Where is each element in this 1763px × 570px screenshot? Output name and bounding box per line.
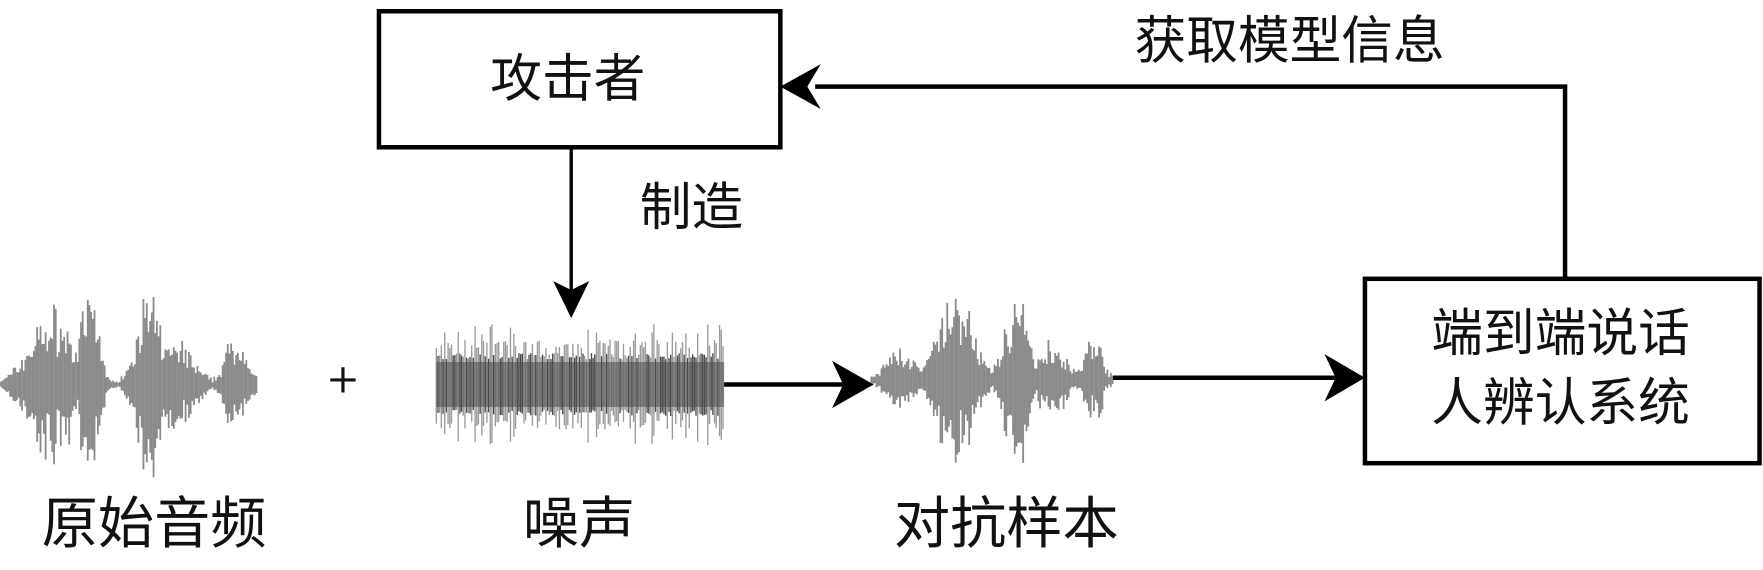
create-arrowhead: [553, 281, 590, 319]
feedback-label: 获取模型信息: [1134, 11, 1444, 71]
system-label-line2: 人辨认系统: [1431, 373, 1690, 433]
original-audio-caption: 原始音频: [42, 492, 267, 557]
feedback-arrow-line: [815, 84, 1568, 279]
attacker-box: [376, 8, 783, 150]
noise-caption: 噪声: [523, 492, 635, 557]
system-label-line1: 端到端说话: [1431, 304, 1690, 364]
speaker-recognition-system-box: [1362, 276, 1762, 466]
original-audio-waveform: [0, 297, 258, 478]
noise-dense-band: [436, 362, 725, 407]
attacker-label: 攻击者: [490, 50, 645, 110]
feedback-arrowhead: [780, 64, 821, 110]
adversarial-sample-caption: 对抗样本: [894, 492, 1119, 557]
plus-sign: +: [326, 355, 360, 403]
noise-waveform: [435, 324, 725, 445]
create-label: 制造: [640, 178, 743, 238]
sample-to-system-arrowhead: [1324, 354, 1365, 402]
adversarial-sample-waveform: [870, 298, 1114, 463]
noise-to-sample-arrowhead: [832, 360, 874, 409]
